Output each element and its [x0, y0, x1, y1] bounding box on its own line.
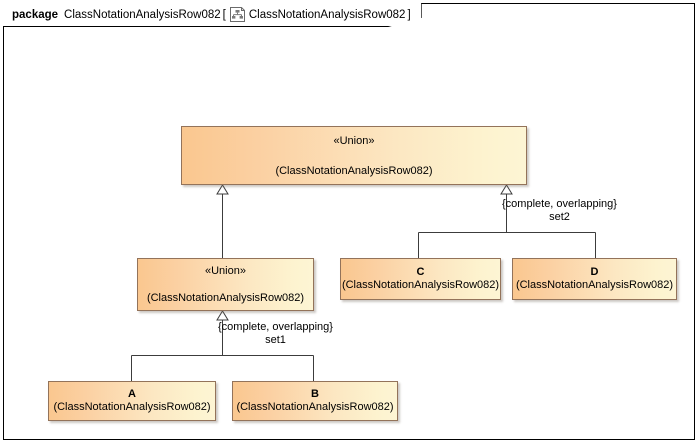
- generalization-set-label-set2: {complete, overlapping} set2: [502, 198, 617, 224]
- class-node-c[interactable]: C (ClassNotationAnalysisRow082): [340, 258, 501, 300]
- class-b-qualifier: (ClassNotationAnalysisRow082): [236, 401, 394, 413]
- class-a-name: A: [128, 388, 136, 400]
- set2-constraint: {complete, overlapping}: [502, 198, 617, 210]
- class-c-name: C: [416, 266, 425, 278]
- class-node-a[interactable]: A (ClassNotationAnalysisRow082): [48, 381, 216, 421]
- class-diagram-icon: [229, 7, 245, 22]
- package-frame: [3, 3, 695, 440]
- package-name: ClassNotationAnalysisRow082: [64, 8, 221, 21]
- package-header-tab[interactable]: package ClassNotationAnalysisRow082 [ Cl…: [3, 3, 422, 27]
- generalization-set-label-set1: {complete, overlapping} set1: [218, 321, 333, 347]
- union-mid-stereotype: «Union»: [205, 265, 246, 277]
- package-diagram-name: ClassNotationAnalysisRow082: [248, 8, 406, 21]
- union-mid-qualifier: (ClassNotationAnalysisRow082): [146, 292, 305, 304]
- class-d-qualifier: (ClassNotationAnalysisRow082): [515, 279, 674, 291]
- bracket-open: [: [222, 8, 226, 21]
- set1-name: set1: [265, 334, 286, 346]
- class-d-name: D: [590, 266, 599, 278]
- class-c-qualifier: (ClassNotationAnalysisRow082): [341, 279, 500, 291]
- union-top-qualifier: (ClassNotationAnalysisRow082): [275, 165, 433, 177]
- class-b-name: B: [311, 388, 319, 400]
- set2-name: set2: [549, 211, 570, 223]
- class-node-union-mid[interactable]: «Union» (ClassNotationAnalysisRow082): [137, 258, 314, 311]
- class-node-b[interactable]: B (ClassNotationAnalysisRow082): [232, 381, 398, 421]
- class-node-union-top[interactable]: «Union» (ClassNotationAnalysisRow082): [181, 126, 527, 185]
- bracket-close: ]: [407, 8, 411, 21]
- package-keyword: package: [12, 8, 59, 21]
- class-node-d[interactable]: D (ClassNotationAnalysisRow082): [512, 258, 677, 300]
- set1-constraint: {complete, overlapping}: [218, 321, 333, 333]
- union-top-stereotype: «Union»: [333, 135, 375, 147]
- class-a-qualifier: (ClassNotationAnalysisRow082): [53, 401, 211, 413]
